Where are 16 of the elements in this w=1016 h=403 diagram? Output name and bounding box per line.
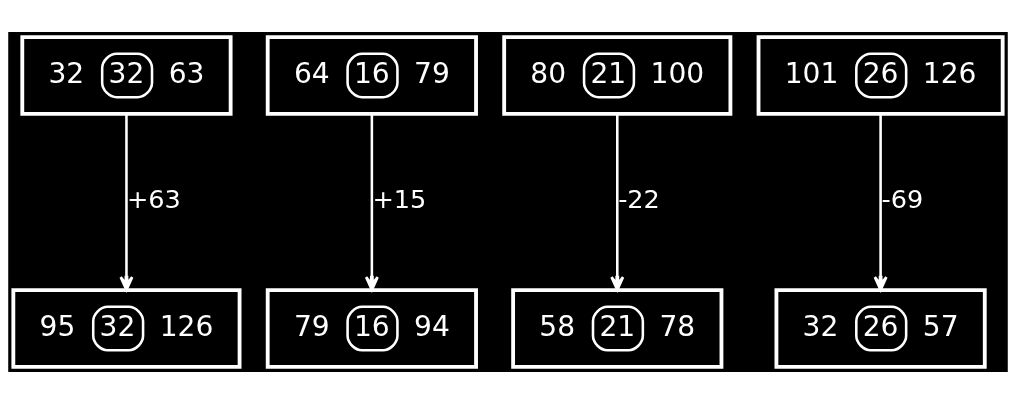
node-box: 32 26 57 bbox=[774, 287, 987, 369]
node-box: 32 32 63 bbox=[20, 34, 233, 116]
node-box: 80 21 100 bbox=[502, 34, 733, 116]
arrow bbox=[610, 113, 625, 291]
node-box: 95 32 126 bbox=[11, 287, 242, 369]
node-box: 64 16 79 bbox=[265, 34, 478, 116]
arrow bbox=[873, 113, 888, 291]
edge-label: +63 bbox=[126, 183, 181, 214]
arrow bbox=[119, 113, 134, 291]
arrow bbox=[364, 113, 379, 291]
node-box: 101 26 126 bbox=[756, 34, 1005, 116]
node-box: 58 21 78 bbox=[511, 287, 724, 369]
edge-label: +15 bbox=[372, 183, 427, 214]
edge-label: -69 bbox=[881, 183, 924, 214]
node-box: 79 16 94 bbox=[265, 287, 478, 369]
edge-label: -22 bbox=[618, 183, 660, 214]
